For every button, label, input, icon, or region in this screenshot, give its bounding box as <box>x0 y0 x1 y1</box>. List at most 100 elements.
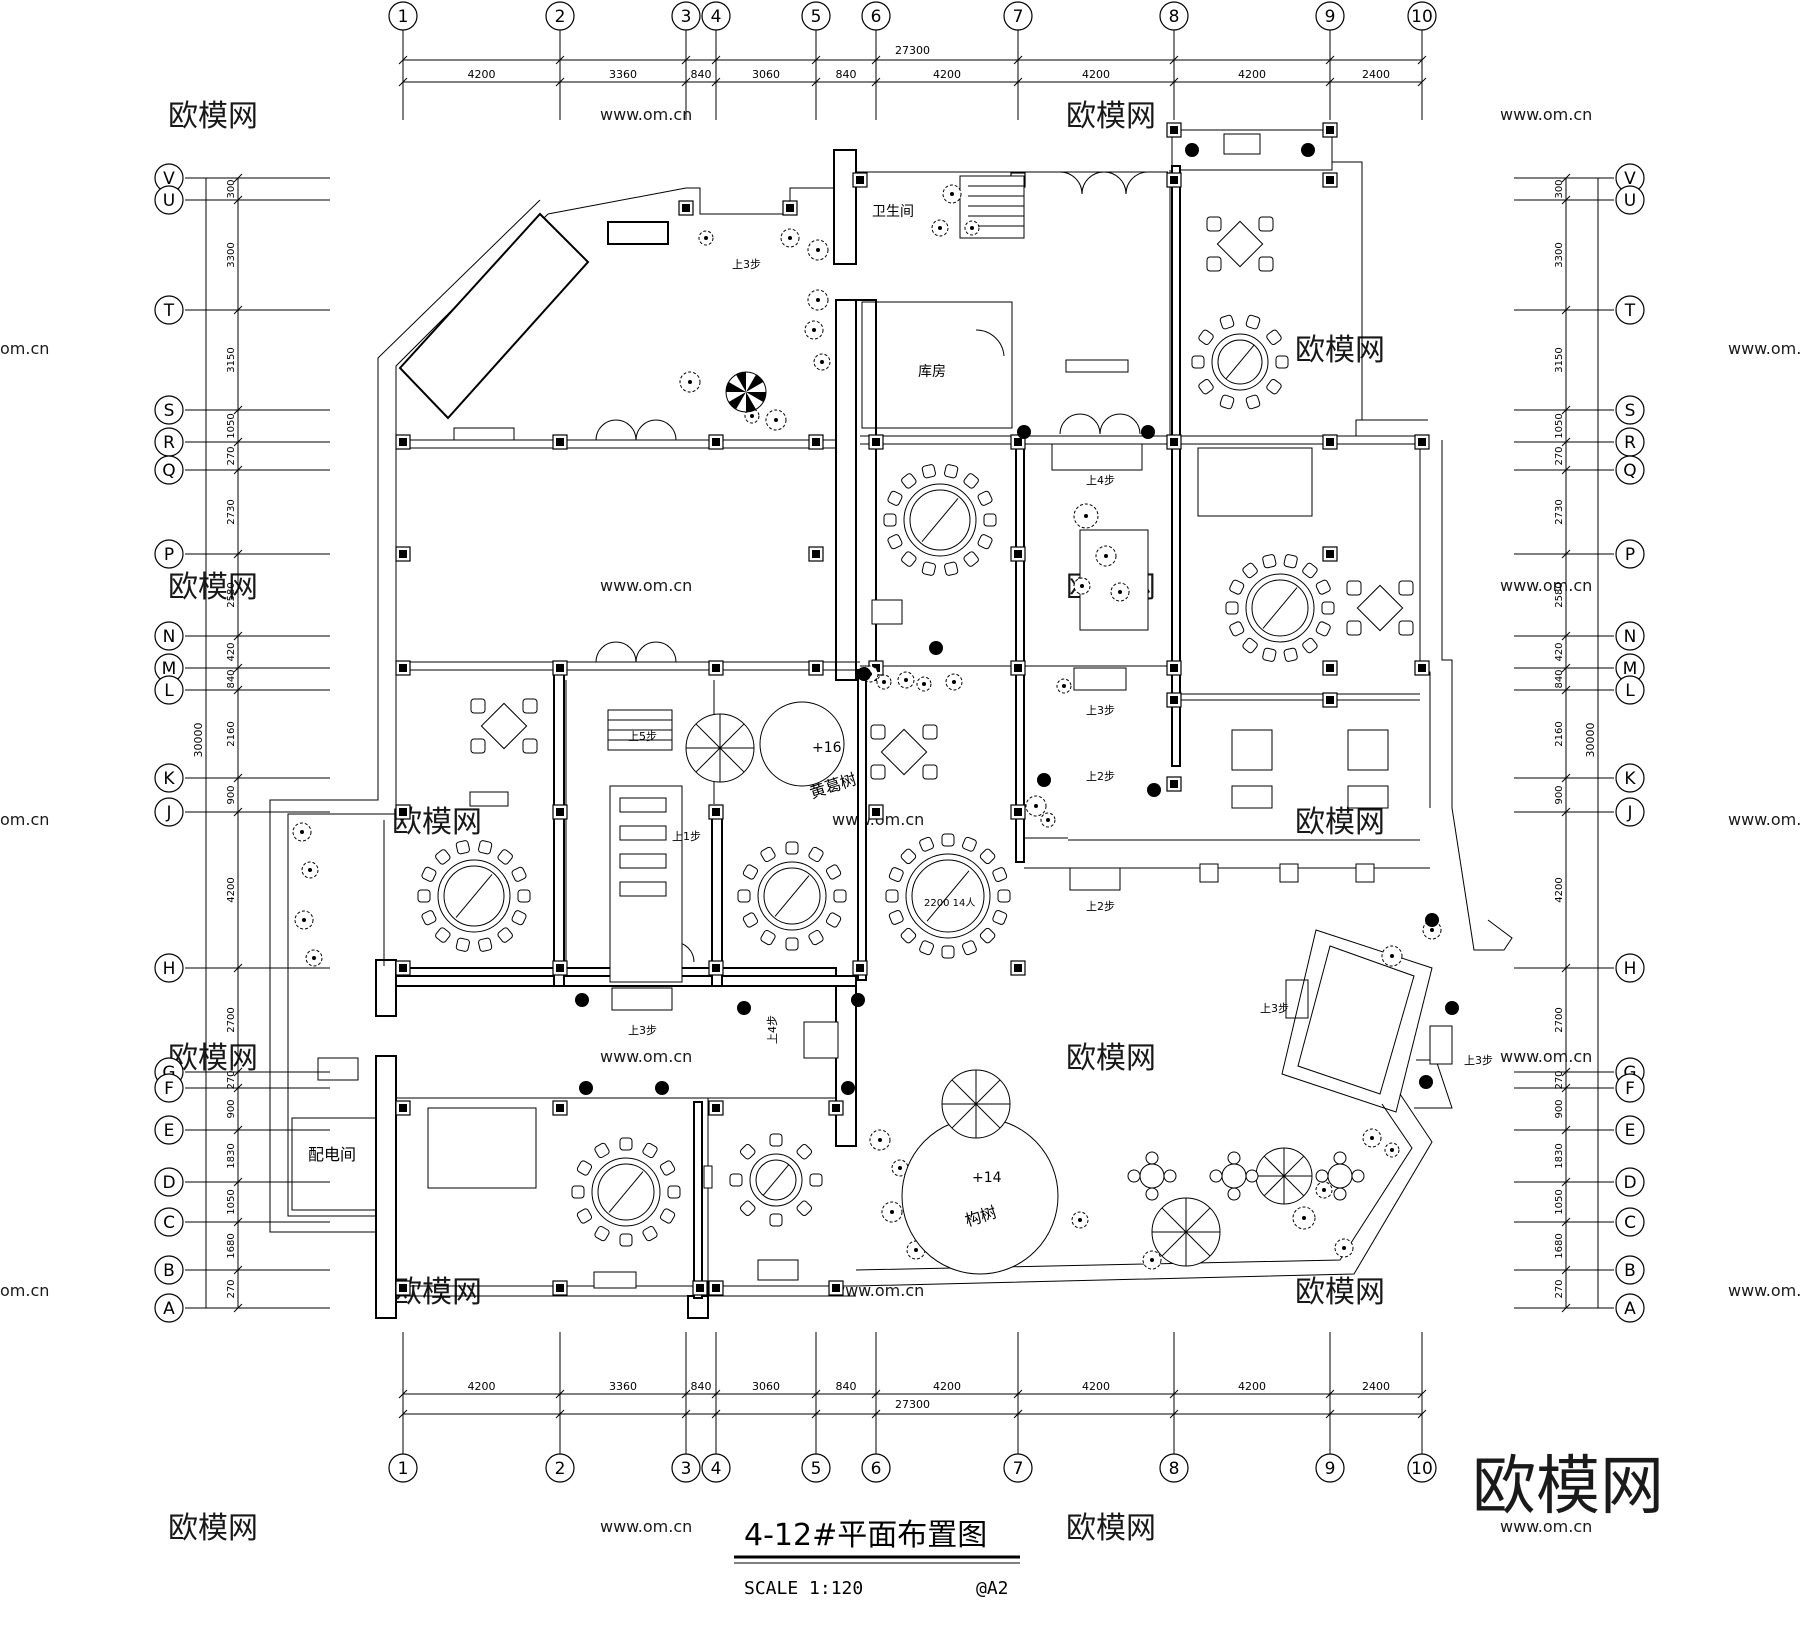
service-counter <box>871 599 903 625</box>
shrub <box>1037 773 1051 787</box>
dimension-tick <box>233 173 243 183</box>
chair <box>997 889 1011 903</box>
service-counter <box>593 1271 637 1289</box>
axis-bubble-N <box>154 621 184 651</box>
column-core <box>872 808 880 816</box>
watermark-url: om.cn <box>0 339 49 358</box>
dimension-value: 300 <box>1554 179 1565 198</box>
dimension-value: 900 <box>226 1099 237 1118</box>
pavilion <box>1297 945 1415 1095</box>
parasol-rib <box>1283 1155 1305 1177</box>
dimension-value: 840 <box>691 68 712 81</box>
dimension-tick <box>711 55 721 65</box>
axis-bubble-Q <box>1615 455 1645 485</box>
dining-table <box>703 1165 713 1189</box>
dimension-value: 1050 <box>1554 1189 1565 1214</box>
chair <box>497 927 513 943</box>
partition-wall <box>1015 665 1025 863</box>
fittings <box>427 133 1453 1289</box>
axis-label-3: 3 <box>681 1459 692 1479</box>
plant-icon <box>1073 577 1091 595</box>
dimension-value: 4200 <box>468 68 496 81</box>
axis-label-Q: Q <box>1623 461 1636 481</box>
dimension-value: 840 <box>836 68 857 81</box>
chair <box>576 1208 593 1224</box>
dimension-tick <box>1561 1217 1571 1227</box>
dimension-tick <box>1013 1389 1023 1399</box>
axis-bubble-B <box>1615 1255 1645 1285</box>
axis-bubble-S <box>154 395 184 425</box>
round-tables <box>417 216 1414 1247</box>
parasol-rib <box>951 1079 977 1105</box>
chair <box>1346 580 1362 596</box>
dimension-tick <box>1561 1083 1571 1093</box>
patio-chair <box>1145 1187 1159 1201</box>
axis-bubble-T <box>154 295 184 325</box>
axis-bubble-A <box>1615 1293 1645 1323</box>
dimension-tick <box>1561 1067 1571 1077</box>
dimension-tick <box>233 1083 243 1093</box>
axis-label-R: R <box>1624 433 1636 453</box>
plant-trunk <box>970 226 974 230</box>
dimension-value: 840 <box>836 1380 857 1393</box>
column-core <box>1418 664 1426 672</box>
dimension-value: 900 <box>226 785 237 804</box>
plant-icon <box>780 228 800 248</box>
parasol-rib <box>1263 1175 1285 1197</box>
dimension-tick <box>1561 405 1571 415</box>
striped-parasol <box>725 371 767 413</box>
axis-label-K: K <box>163 769 175 789</box>
watermark-url: www.om.cn <box>1728 810 1800 829</box>
shrub <box>655 1081 669 1095</box>
chair <box>511 910 527 926</box>
double-door <box>1059 171 1149 195</box>
patio-chair <box>1145 1151 1159 1165</box>
chair <box>455 937 470 952</box>
column-core <box>712 1284 720 1292</box>
chair <box>1398 620 1414 636</box>
dimension-tick <box>811 77 821 87</box>
plant-icon <box>807 289 829 311</box>
plant-icon <box>294 910 314 930</box>
dimension-total: 30000 <box>192 723 205 758</box>
sofa-set <box>427 1107 537 1189</box>
dimension-tick <box>1417 1389 1427 1399</box>
dimension-tick <box>711 1409 721 1419</box>
table-top <box>480 702 528 750</box>
chair <box>885 889 899 903</box>
partition-wall <box>711 975 857 987</box>
dimension-value: 4200 <box>1238 1380 1266 1393</box>
chair <box>1346 620 1362 636</box>
chair <box>435 849 451 865</box>
column-core <box>399 1104 407 1112</box>
square-table <box>870 724 938 780</box>
plant-trunk <box>952 680 956 684</box>
chair <box>1198 378 1214 395</box>
step-block <box>619 797 667 813</box>
plant-icon <box>1071 1211 1089 1229</box>
patio-table-top <box>1139 1163 1165 1189</box>
plant-icon <box>1025 795 1047 817</box>
dimension-value: 270 <box>226 446 237 465</box>
chair <box>1262 647 1277 662</box>
axis-label-L: L <box>164 681 174 701</box>
parasol-stripe <box>746 374 764 392</box>
patio-chair <box>1209 1169 1223 1183</box>
axis-bubble-H <box>154 953 184 983</box>
patio-table <box>1315 1151 1365 1201</box>
chair <box>729 1173 743 1187</box>
table-hatch <box>1225 344 1255 380</box>
patio-table-top <box>1327 1163 1353 1189</box>
plant-icon <box>942 184 962 204</box>
dimension-tick <box>233 663 243 673</box>
dimension-value: 2730 <box>226 499 237 524</box>
panel <box>317 1057 359 1081</box>
plant-trunk <box>1084 514 1088 518</box>
table-hatch <box>921 498 959 542</box>
toilet-block <box>398 212 590 420</box>
column-core <box>556 438 564 446</box>
axis-bubble-L <box>154 675 184 705</box>
watermark-logo: 欧模网 <box>1295 805 1385 840</box>
chair <box>833 889 847 903</box>
column-core <box>556 1104 564 1112</box>
